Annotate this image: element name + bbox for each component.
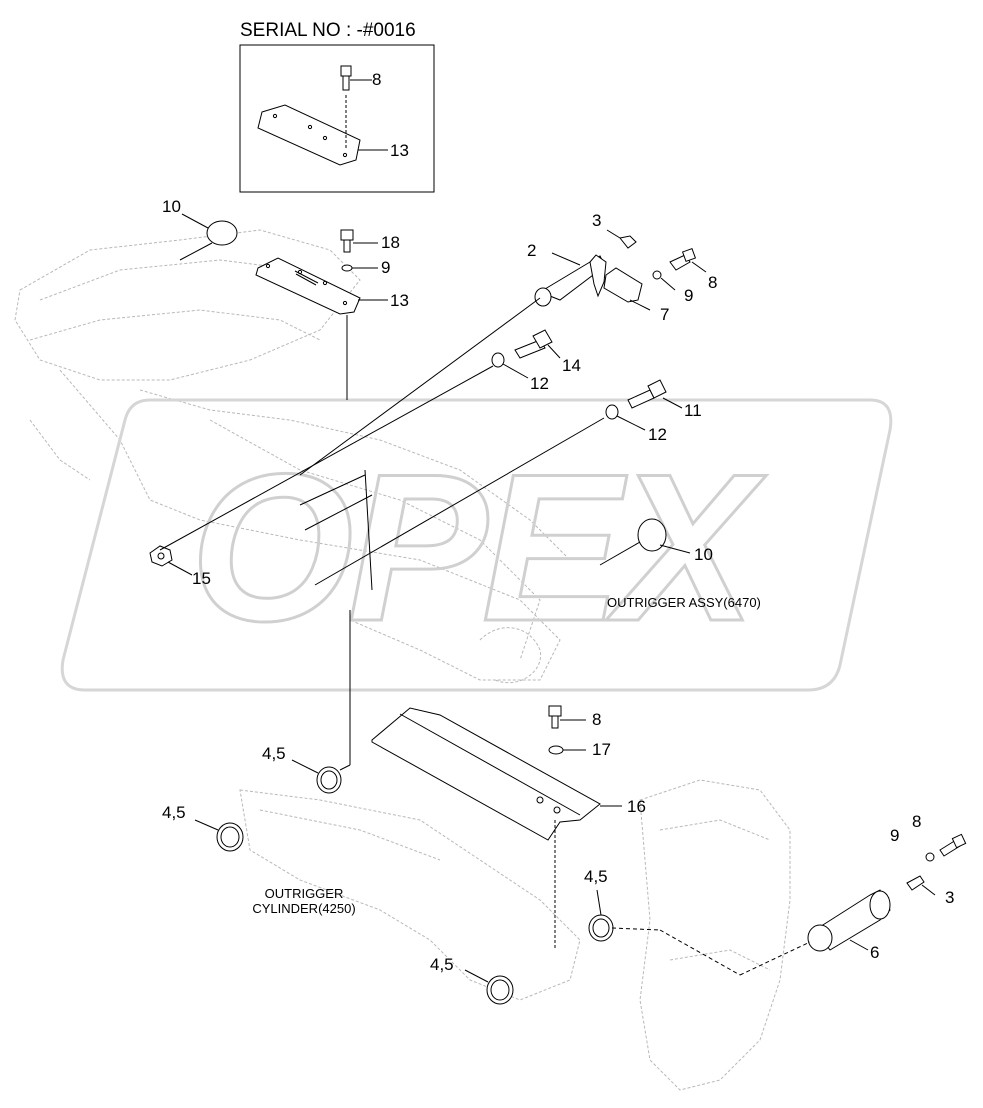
background-machinery (14, 229, 791, 1091)
callout-bolt-3-top: 3 (592, 211, 602, 230)
callout-seal-left: 4,5 (162, 803, 186, 822)
outrigger-cylinder-label-2: CYLINDER(4250) (252, 901, 356, 916)
callout-bolt-3-low: 3 (945, 888, 955, 907)
callout-pin-6: 6 (870, 943, 880, 962)
callout-inset-bolt: 8 (372, 70, 382, 89)
assembly-lines (159, 297, 811, 976)
callout-washer-17: 17 (592, 740, 611, 759)
callout-plug-top: 10 (162, 197, 181, 216)
svg-text:OPEX: OPEX (190, 430, 766, 665)
callout-bolt-18: 18 (381, 233, 400, 252)
callout-seal-upper: 4,5 (262, 744, 286, 763)
callout-nut-15: 15 (192, 569, 211, 588)
callout-inset-cover: 13 (390, 141, 409, 160)
callout-stopper-7: 7 (660, 305, 670, 324)
callout-washer-12-a: 12 (530, 374, 549, 393)
callout-seal-lower: 4,5 (430, 955, 454, 974)
callout-washer-9-low: 9 (890, 826, 900, 845)
callout-washer-9-stopper: 9 (684, 286, 694, 305)
part-outlines (149, 65, 967, 1005)
callout-guard-16: 16 (627, 797, 646, 816)
callout-washer-9-top: 9 (381, 258, 391, 277)
callout-bolt-8-guard: 8 (592, 710, 602, 729)
callout-bolt-11: 11 (684, 401, 702, 420)
outrigger-cylinder-label-1: OUTRIGGER (264, 886, 344, 901)
outrigger-assy-label: OUTRIGGER ASSY(6470) (607, 595, 761, 610)
watermark-opex: OPEX (60, 398, 893, 692)
callout-pin-2: 2 (527, 241, 537, 260)
serial-note: SERIAL NO : -#0016 (240, 20, 416, 41)
callout-seal-mid: 4,5 (584, 867, 608, 886)
callout-bolt-14: 14 (562, 356, 581, 375)
callout-bolt-8-stopper: 8 (708, 273, 718, 292)
callout-washer-12-b: 12 (648, 425, 667, 444)
serial-inset-box (239, 44, 435, 193)
callout-cover-13: 13 (390, 291, 409, 310)
callout-plug-10-right: 10 (694, 545, 713, 564)
callout-bolt-8-low: 8 (912, 812, 922, 831)
